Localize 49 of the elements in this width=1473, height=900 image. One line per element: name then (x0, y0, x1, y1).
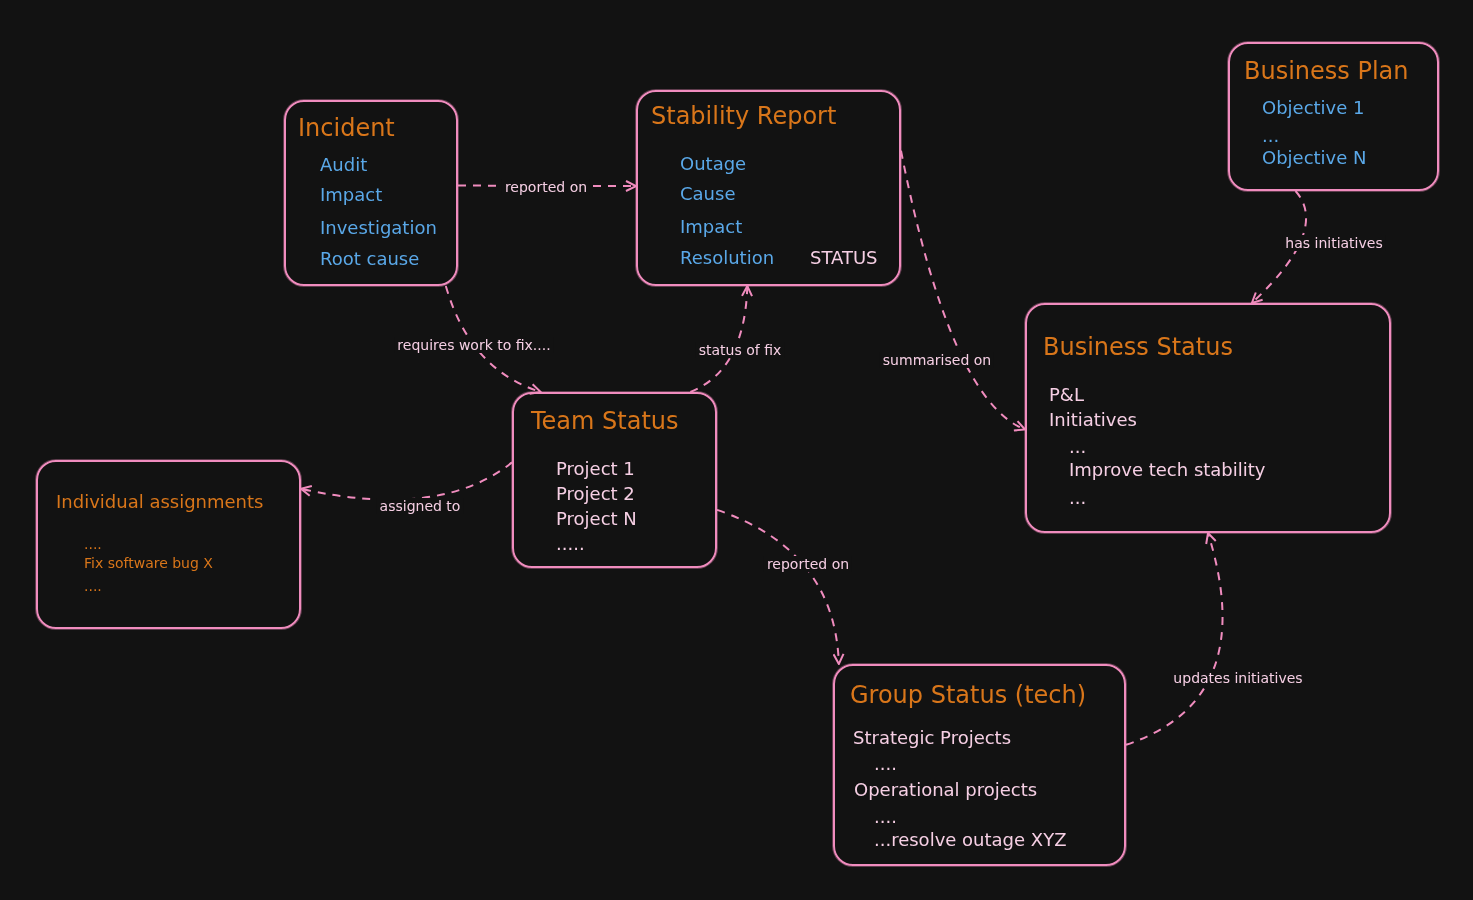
card-box (636, 90, 901, 286)
list-item: P&L (1049, 385, 1084, 406)
list-item: Initiatives (1049, 410, 1137, 431)
card-box (1025, 303, 1391, 533)
card-title: Incident (298, 115, 395, 143)
card-box (284, 100, 458, 286)
list-item: Objective 1 (1262, 98, 1365, 119)
list-item: Operational projects (854, 780, 1038, 801)
list-item: Resolution (680, 248, 775, 269)
list-item: Objective N (1262, 148, 1367, 169)
list-item: Audit (320, 155, 368, 176)
list-item: .... (874, 754, 897, 775)
arrow (900, 149, 1026, 431)
list-item: Impact (320, 185, 383, 206)
list-item: ...resolve outage XYZ (874, 830, 1067, 851)
card-title: Team Status (531, 408, 679, 436)
card-box (512, 392, 717, 568)
list-item: Project N (556, 509, 637, 530)
card-title: Business Status (1043, 334, 1233, 362)
arrow (689, 285, 753, 393)
list-item: Project 2 (556, 484, 635, 505)
list-item: Improve tech stability (1069, 460, 1266, 481)
card-title: Stability Report (651, 103, 837, 131)
list-item: Root cause (320, 249, 420, 270)
list-item: .... (84, 536, 102, 553)
arrow (1250, 190, 1307, 304)
list-item: ... (1069, 437, 1087, 458)
list-item: Project 1 (556, 459, 635, 480)
list-item: Investigation (320, 218, 437, 239)
list-item: Impact (680, 217, 743, 238)
list-item: Outage (680, 154, 747, 175)
list-item: ... (1069, 488, 1087, 509)
card-box (1228, 42, 1439, 191)
list-item: ... (1262, 126, 1280, 147)
card-box (36, 460, 301, 629)
card-title: Group Status (tech) (850, 682, 1087, 710)
card-title: Individual assignments (56, 492, 264, 513)
arrow (1125, 532, 1224, 746)
arrow (716, 508, 845, 665)
card-box (833, 664, 1126, 866)
list-item: .... (84, 578, 102, 595)
list-item: Cause (680, 184, 736, 205)
arrow (444, 285, 542, 395)
list-item: STATUS (810, 248, 878, 269)
list-item: .... (874, 807, 897, 828)
card-title: Business Plan (1244, 58, 1409, 86)
list-item: Fix software bug X (84, 555, 213, 572)
list-item: Strategic Projects (853, 728, 1012, 749)
list-item: ..... (556, 534, 585, 555)
